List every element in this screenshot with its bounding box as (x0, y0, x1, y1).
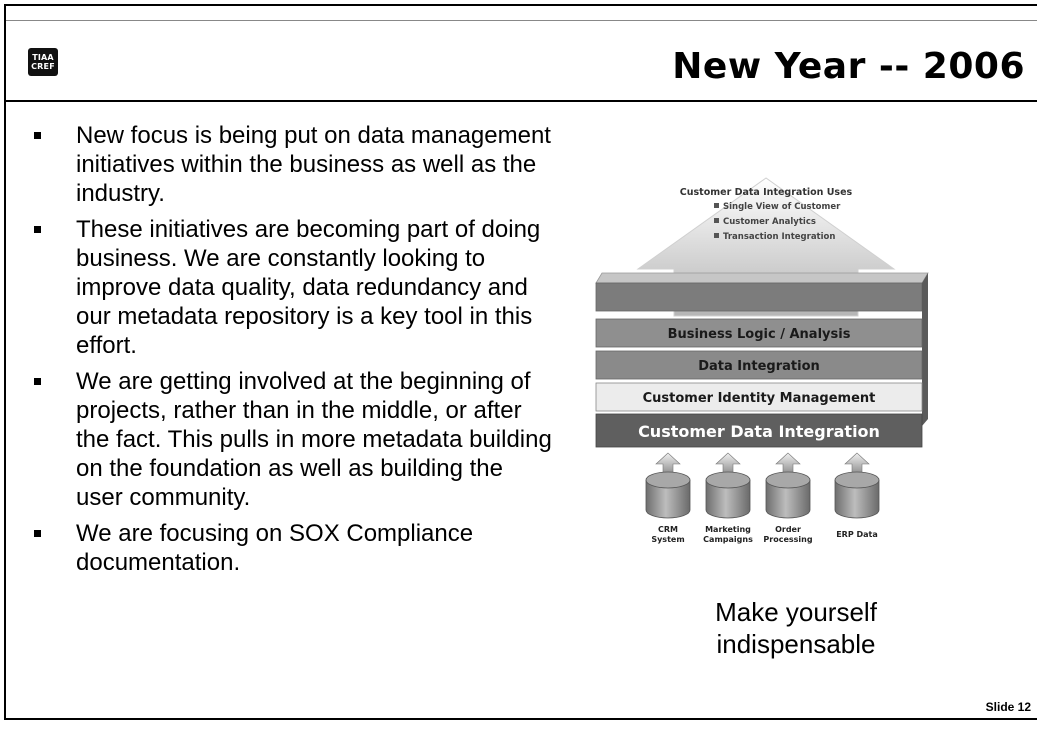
bullet-item: We are getting involved at the beginning… (34, 367, 554, 512)
database-icon (834, 471, 880, 519)
source-label: Processing (763, 535, 812, 544)
source-arrow-icon (655, 452, 681, 475)
uses-title: Customer Data Integration Uses (680, 187, 853, 198)
square-bullet-icon (34, 378, 41, 385)
layer-label-data-integration: Data Integration (698, 359, 820, 374)
slide-title: New Year -- 2006 (672, 46, 1025, 87)
cdi-diagram: Customer Data Integration Uses Single Vi… (595, 177, 929, 544)
square-bullet-icon (34, 132, 41, 139)
source-label: Order (775, 525, 801, 534)
source-label: ERP Data (836, 530, 878, 539)
bullet-text: New focus is being put on data managemen… (76, 122, 551, 207)
bullet-list: New focus is being put on data managemen… (34, 121, 554, 584)
slide-header: TIAA CREF New Year -- 2006 (6, 6, 1037, 102)
tiaa-cref-logo: TIAA CREF (28, 48, 58, 76)
stack-side-face (922, 273, 928, 426)
database-icon (645, 471, 691, 519)
layer-data-integration (595, 350, 923, 380)
source-label: System (651, 535, 684, 544)
database-icon (765, 471, 811, 519)
square-bullet-icon (34, 530, 41, 537)
uses-item-1: Single View of Customer (723, 202, 841, 212)
bullet-item: New focus is being put on data managemen… (34, 121, 554, 208)
stack-top-slab (595, 282, 923, 312)
bullet-item: These initiatives are becoming part of d… (34, 215, 554, 360)
source-label: Marketing (705, 525, 751, 534)
stack-top-face (595, 272, 929, 284)
header-rule (6, 20, 1037, 21)
slide-number: Slide 12 (985, 700, 1031, 714)
logo-line-2: CREF (31, 62, 55, 71)
source-label: CRM (658, 525, 678, 534)
source-arrow-icon (715, 452, 741, 475)
layer-customer-data-integration (595, 413, 923, 448)
uses-item-3: Transaction Integration (723, 232, 835, 242)
layer-business-logic (595, 318, 923, 348)
layer-label-business-logic: Business Logic / Analysis (668, 327, 851, 342)
bullet-text: These initiatives are becoming part of d… (76, 216, 541, 359)
database-icon (705, 471, 751, 519)
slide: TIAA CREF New Year -- 2006 New focus is … (4, 4, 1037, 720)
source-arrow-icon (844, 452, 870, 475)
layer-identity-management (595, 382, 923, 412)
uses-bullet-icon (714, 203, 719, 208)
square-bullet-icon (34, 226, 41, 233)
bullet-item: We are focusing on SOX Compliance docume… (34, 519, 554, 577)
bullet-text: We are focusing on SOX Compliance docume… (76, 520, 474, 576)
uses-bullet-icon (714, 233, 719, 238)
uses-bullet-icon (714, 218, 719, 223)
layer-label-identity-management: Customer Identity Management (643, 391, 876, 406)
source-arrow-icon (775, 452, 801, 475)
tagline: Make yourself indispensable (715, 597, 877, 659)
bullet-text: We are getting involved at the beginning… (76, 368, 552, 511)
layer-label-customer-data-integration: Customer Data Integration (638, 422, 880, 441)
logo-line-1: TIAA (32, 53, 54, 62)
source-label: Campaigns (703, 535, 753, 544)
uses-item-2: Customer Analytics (723, 217, 816, 227)
